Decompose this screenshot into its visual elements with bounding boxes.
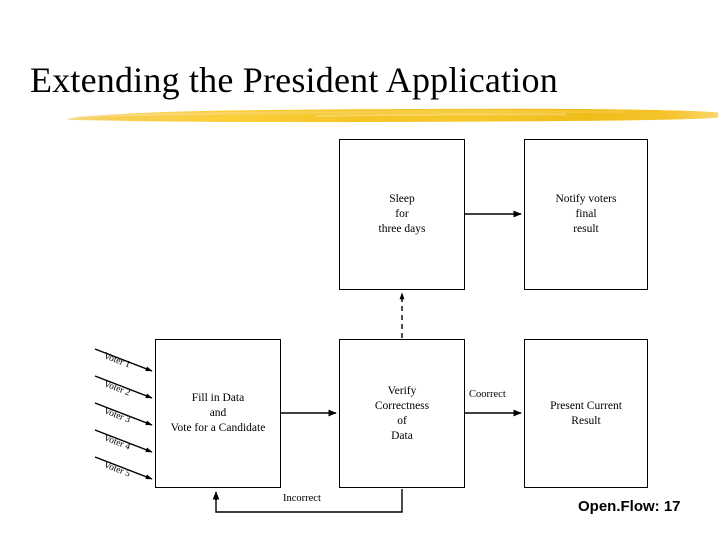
flow-box-fill-in-data-label: Fill in Data and Vote for a Candidate xyxy=(170,392,266,434)
flow-box-sleep-label: Sleep for three days xyxy=(378,193,426,235)
flow-box-fill-in-data[interactable]: Fill in Data and Vote for a Candidate xyxy=(155,339,281,488)
flow-box-notify-voters-label: Notify voters final result xyxy=(555,193,617,235)
input-label-voter-3: Voter 3 xyxy=(102,406,132,426)
page-title: Extending the President Application xyxy=(30,60,558,100)
edge-label-incorrect: Incorrect xyxy=(283,493,321,504)
input-label-voter-1: Voter 1 xyxy=(102,351,132,371)
flow-box-notify-voters[interactable]: Notify voters final result xyxy=(524,139,648,290)
flow-box-present-current-result[interactable]: Present Current Result xyxy=(524,339,648,488)
input-label-voter-2: Voter 2 xyxy=(102,379,132,399)
brush-stroke-decoration xyxy=(68,108,718,123)
flow-box-present-current-result-label: Present Current Result xyxy=(550,399,622,427)
flow-box-sleep[interactable]: Sleep for three days xyxy=(339,139,465,290)
edge-label-correct: Coorrect xyxy=(469,389,506,400)
slide-footer: Open.Flow: 17 xyxy=(578,498,681,515)
input-label-voter-4: Voter 4 xyxy=(102,433,132,453)
flow-box-verify-correctness-label: Verify Correctness of Data xyxy=(374,384,430,442)
input-label-voter-5: Voter 5 xyxy=(102,460,132,480)
flow-box-verify-correctness[interactable]: Verify Correctness of Data xyxy=(339,339,465,488)
